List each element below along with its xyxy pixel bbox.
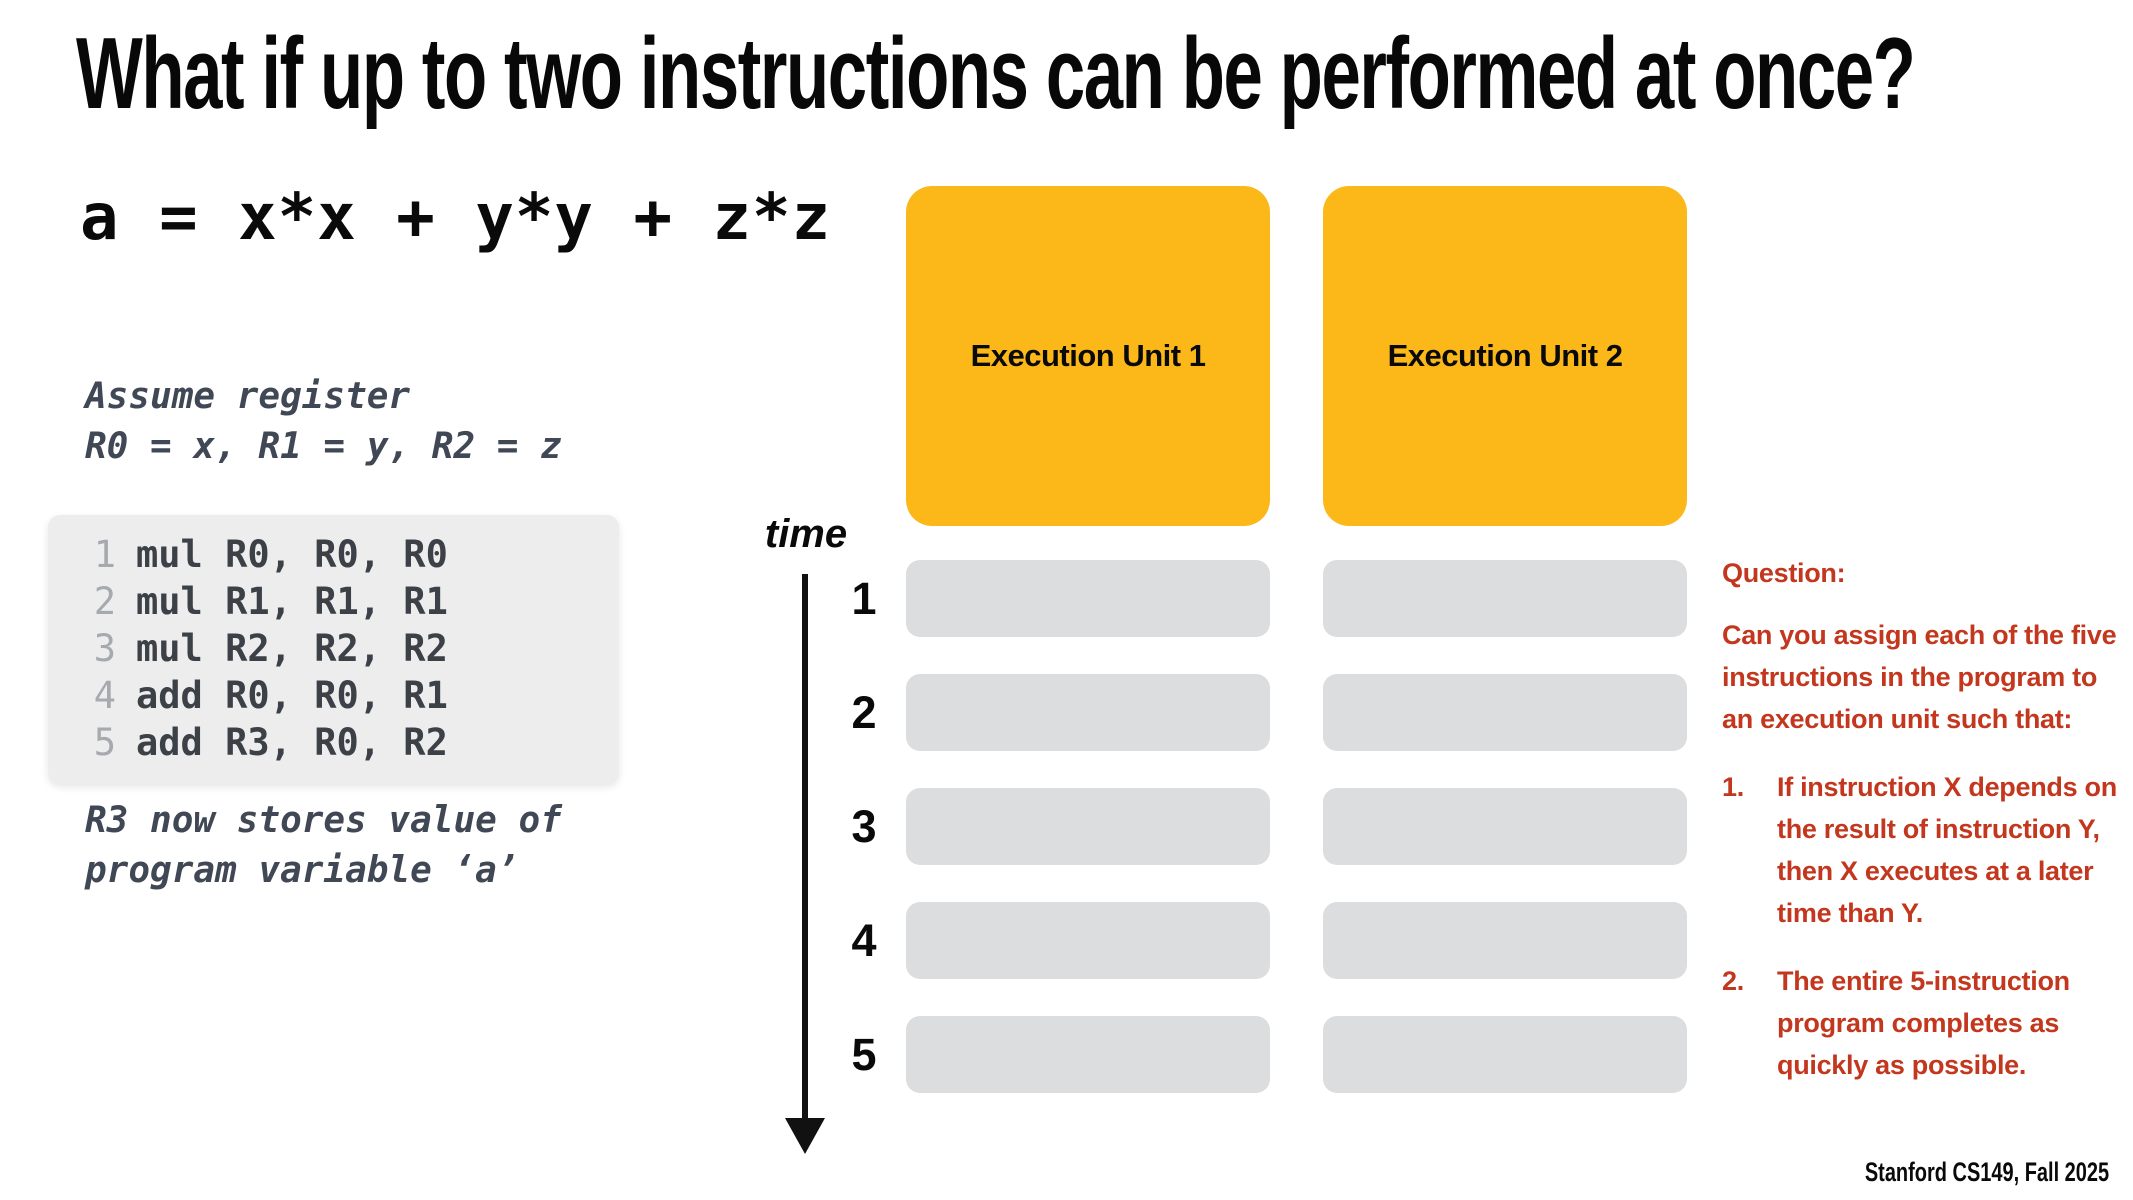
execution-slot-unit2-t3 bbox=[1323, 788, 1687, 865]
slide-title: What if up to two instructions can be pe… bbox=[76, 18, 1916, 130]
instruction-line: 2 mul R1, R1, R1 bbox=[92, 578, 619, 625]
question-item-line: time than Y. bbox=[1777, 898, 1923, 928]
execution-slot-unit2-t4 bbox=[1323, 902, 1687, 979]
instruction-line: 4 add R0, R0, R1 bbox=[92, 672, 619, 719]
question-item-2-number: 2. bbox=[1722, 966, 1744, 996]
instruction-line: 1 mul R0, R0, R0 bbox=[92, 531, 619, 578]
time-step-5: 5 bbox=[851, 1029, 877, 1080]
question-item-1-text: If instruction X depends on the result o… bbox=[1777, 766, 2117, 934]
time-axis-arrow-head bbox=[785, 1118, 825, 1154]
question-item-line: then X executes at a later bbox=[1777, 856, 2094, 886]
instruction-line: 5 add R3, R0, R2 bbox=[92, 719, 619, 766]
question-block: Question: Can you assign each of the fiv… bbox=[1722, 552, 2133, 1086]
time-step-2: 2 bbox=[851, 687, 877, 738]
line-number: 3 bbox=[93, 627, 116, 670]
result-note-line-2: program variable ‘a’ bbox=[85, 850, 519, 891]
instruction-listing: 1 mul R0, R0, R0 2 mul R1, R1, R1 3 mul R2,… bbox=[48, 515, 619, 784]
program-expression: a = x*x + y*y + z*z bbox=[80, 181, 832, 255]
execution-unit-1-label: Execution Unit 1 bbox=[970, 338, 1206, 373]
instruction-text: mul R0, R0, R0 bbox=[136, 533, 448, 576]
question-item-line: quickly as possible. bbox=[1777, 1050, 2027, 1080]
question-intro-line: instructions in the program to bbox=[1722, 662, 2098, 692]
execution-slot-unit1-t2 bbox=[906, 674, 1270, 751]
instruction-text: mul R2, R2, R2 bbox=[136, 627, 448, 670]
time-step-1: 1 bbox=[851, 573, 877, 624]
question-item-line: If instruction X depends on bbox=[1777, 772, 2117, 802]
result-note-line-1: R3 now stores value of bbox=[85, 800, 562, 841]
execution-slot-unit1-t4 bbox=[906, 902, 1270, 979]
line-number: 2 bbox=[93, 580, 116, 623]
instruction-text: mul R1, R1, R1 bbox=[136, 580, 448, 623]
execution-unit-2-label: Execution Unit 2 bbox=[1387, 338, 1623, 373]
question-intro-line: Can you assign each of the five bbox=[1722, 620, 2117, 650]
question-item-2: 2. The entire 5-instruction program comp… bbox=[1722, 960, 2133, 1086]
question-item-1: 1. If instruction X depends on the resul… bbox=[1722, 766, 2133, 934]
question-intro-line: an execution unit such that: bbox=[1722, 704, 2073, 734]
register-note-line-2: R0 = x, R1 = y, R2 = z bbox=[85, 426, 562, 467]
question-item-line: the result of instruction Y, bbox=[1777, 814, 2100, 844]
instruction-text: add R3, R0, R2 bbox=[136, 721, 448, 764]
question-item-1-number: 1. bbox=[1722, 772, 1744, 802]
register-note-line-1: Assume register bbox=[85, 376, 411, 417]
time-axis-arrow-line bbox=[802, 574, 808, 1122]
execution-unit-1-box: Execution Unit 1 bbox=[906, 186, 1270, 526]
execution-slot-unit2-t5 bbox=[1323, 1016, 1687, 1093]
execution-slot-unit2-t2 bbox=[1323, 674, 1687, 751]
time-axis-label: time bbox=[764, 512, 848, 556]
question-item-line: program completes as bbox=[1777, 1008, 2060, 1038]
line-number: 5 bbox=[93, 721, 116, 764]
execution-slot-unit2-t1 bbox=[1323, 560, 1687, 637]
execution-unit-2-box: Execution Unit 2 bbox=[1323, 186, 1687, 526]
register-assumption-note: Assume register R0 = x, R1 = y, R2 = z bbox=[85, 372, 562, 472]
time-step-3: 3 bbox=[851, 801, 877, 852]
question-intro: Can you assign each of the five instruct… bbox=[1722, 614, 2133, 740]
result-note: R3 now stores value of program variable … bbox=[85, 796, 562, 896]
question-item-line: The entire 5-instruction bbox=[1777, 966, 2070, 996]
question-heading: Question: bbox=[1722, 558, 1846, 588]
line-number: 4 bbox=[93, 674, 116, 717]
line-number: 1 bbox=[93, 533, 116, 576]
execution-slot-unit1-t5 bbox=[906, 1016, 1270, 1093]
course-footer: Stanford CS149, Fall 2025 bbox=[1864, 1157, 2109, 1187]
instruction-text: add R0, R0, R1 bbox=[136, 674, 448, 717]
instruction-line: 3 mul R2, R2, R2 bbox=[92, 625, 619, 672]
question-item-2-text: The entire 5-instruction program complet… bbox=[1777, 960, 2070, 1086]
time-step-4: 4 bbox=[851, 915, 877, 966]
execution-slot-unit1-t3 bbox=[906, 788, 1270, 865]
execution-slot-unit1-t1 bbox=[906, 560, 1270, 637]
